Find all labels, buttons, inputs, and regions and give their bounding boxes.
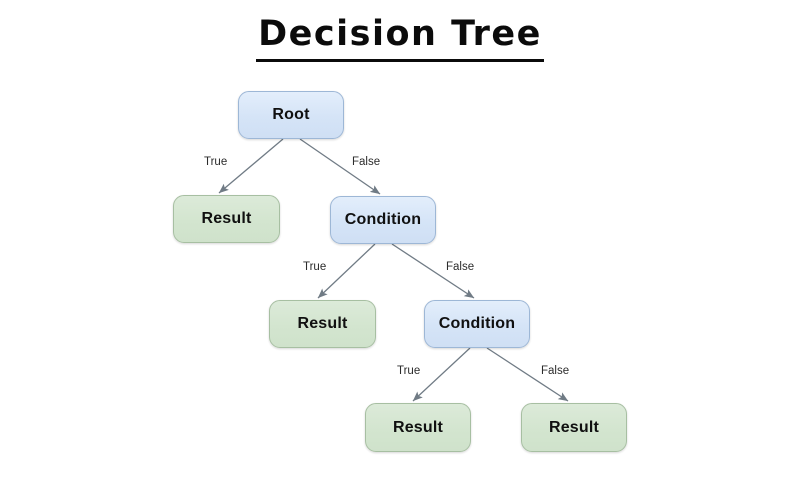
node-label: Condition [344,211,422,228]
node-label: Result [201,210,252,227]
node-root[interactable]: Root [238,91,344,139]
node-result-1[interactable]: Result [173,195,280,243]
edge-condition2-true [412,347,471,402]
node-condition-2[interactable]: Condition [424,300,530,348]
edge-condition1-true [317,243,376,299]
node-result-3[interactable]: Result [365,403,471,452]
edge-root-true [218,138,284,194]
node-label: Result [392,418,444,436]
edge-root-true-label: True [204,156,228,168]
edge-root-false-label: False [352,156,381,168]
page-title-text: Decision Tree [256,12,544,62]
node-label: Condition [438,315,516,332]
node-label: Root [272,106,310,123]
edge-condition2-true-label: True [397,365,421,377]
edge-lines [218,138,569,402]
node-result-2[interactable]: Result [269,300,376,348]
node-condition-1[interactable]: Condition [330,196,436,244]
node-result-4[interactable]: Result [521,403,627,452]
edge-condition2-false-label: False [541,365,570,377]
node-label: Result [548,418,600,436]
page-title: Decision Tree [0,12,800,62]
node-label: Result [297,315,348,332]
edge-condition1-false-label: False [446,261,475,273]
edge-condition1-true-label: True [303,261,327,273]
